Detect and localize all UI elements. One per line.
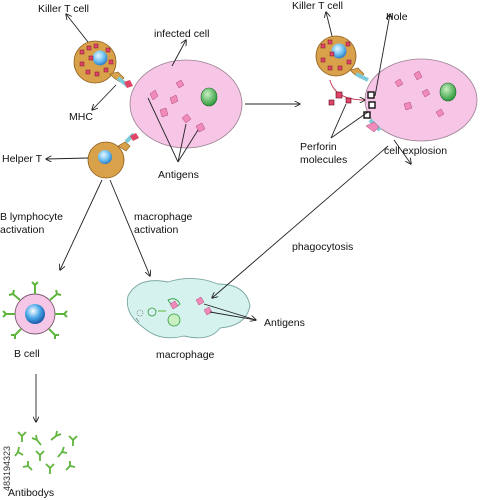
killer-t-cell-left [73,40,117,84]
label-b-activation-line2: activation [0,224,45,236]
antigen-group-right [394,70,445,118]
label-cell-explosion: cell explosion [384,145,447,157]
label-infected-cell: infected cell [154,28,209,40]
infected-cell-right [364,58,478,142]
helper-t-cell [87,132,139,179]
antigen-group-left [149,79,206,133]
b-cell [2,281,68,339]
watermark-text: 483194323 [2,445,12,491]
stock-id-watermark: 483194323 [0,379,14,494]
labels: Killer T cell infected cell Killer T cel… [0,0,447,499]
macrophage-cell [126,278,251,339]
label-antigens-top: Antigens [158,169,199,181]
label-killer-t-cell-left: Killer T cell [38,3,89,15]
killer-t-cell-right [315,35,369,82]
label-b-cell: B cell [14,348,40,360]
antibodies [14,430,78,474]
label-phagocytosis: phagocytosis [292,241,353,253]
label-macro-activation-line2: activation [134,224,179,236]
label-b-activation-line1: B lymphocyte [0,211,63,223]
label-perforin-line2: molecules [300,154,347,166]
label-mhc: MHC [69,111,93,123]
label-antibodys: Antibodys [8,487,54,499]
label-hole: Hole [386,11,408,23]
label-helper-t: Helper T [2,153,43,165]
perforin-molecules [328,79,382,133]
label-perforin-line1: Perforin [300,141,337,153]
label-macrophage: macrophage [156,349,215,361]
label-antigens-bottom: Antigens [264,317,305,329]
label-macro-activation-line1: macrophage [134,211,193,223]
hole-marks [363,91,376,119]
mhc-receptor-top [109,71,133,88]
label-killer-t-cell-right: Killer T cell [292,0,343,12]
arrows [36,12,411,422]
infected-cell-left [129,59,243,149]
